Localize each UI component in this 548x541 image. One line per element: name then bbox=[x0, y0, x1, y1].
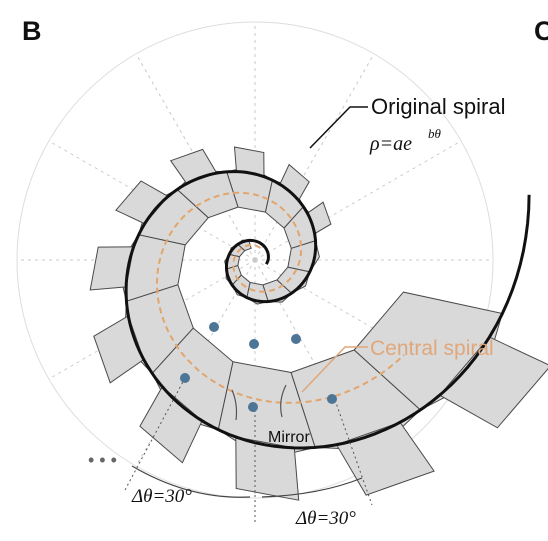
spiral-equation-exponent: bθ bbox=[428, 126, 442, 141]
angle-arc-left bbox=[131, 465, 251, 498]
origami-flap bbox=[438, 336, 548, 429]
guide-radial-line bbox=[254, 140, 462, 261]
guide-radial-line bbox=[254, 53, 375, 261]
spiral-equation: ρ=ae bbox=[369, 133, 412, 155]
angle-guide-line bbox=[124, 377, 186, 491]
hinge-node bbox=[327, 394, 337, 404]
angle-markers bbox=[124, 377, 373, 525]
angle-guide-line bbox=[334, 399, 373, 506]
panel-label-b: B bbox=[22, 16, 42, 46]
guide-radial-line bbox=[48, 259, 256, 380]
mirror-fold-arrow-right bbox=[280, 384, 287, 418]
original-spiral-label: Original spiral bbox=[371, 94, 506, 119]
guide-radial-line bbox=[48, 140, 256, 261]
origami-panels bbox=[89, 146, 548, 501]
delta-theta-right-label: Δθ=30° bbox=[295, 508, 356, 529]
origami-panel bbox=[276, 266, 311, 294]
hinge-node bbox=[249, 339, 259, 349]
mirror-fold-arrow-left bbox=[231, 389, 238, 421]
origami-flap bbox=[139, 385, 203, 464]
angle-arc-right bbox=[261, 477, 363, 498]
original-spiral-curve bbox=[124, 170, 531, 450]
central-spiral-label: Central spiral bbox=[370, 337, 494, 360]
hinge-node bbox=[248, 402, 258, 412]
central-spiral-leader bbox=[301, 346, 368, 393]
origami-flap bbox=[235, 436, 300, 501]
panel-label-c: C bbox=[534, 16, 548, 46]
original-spiral-leader bbox=[309, 106, 368, 149]
mirror-label: Mirror bbox=[268, 429, 310, 446]
delta-theta-left-label: Δθ=30° bbox=[131, 486, 192, 507]
hinge-node bbox=[209, 322, 219, 332]
guide-radial-line bbox=[135, 53, 256, 261]
central-spiral-curve bbox=[155, 191, 405, 404]
guide-circle bbox=[16, 21, 494, 499]
continuation-ellipsis: • • • bbox=[88, 450, 117, 470]
hinge-node bbox=[291, 334, 301, 344]
hinge-node bbox=[180, 373, 190, 383]
hinge-nodes bbox=[180, 322, 337, 412]
origami-flap bbox=[335, 421, 435, 496]
